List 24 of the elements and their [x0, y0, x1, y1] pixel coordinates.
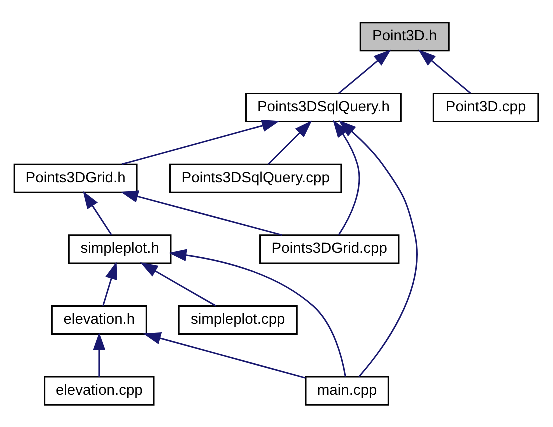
arrow	[140, 262, 216, 306]
arrow	[120, 190, 282, 236]
arrow	[338, 49, 392, 94]
arrow	[143, 332, 306, 378]
arrow	[338, 120, 418, 377]
node-box: main.cpp	[305, 376, 390, 406]
node-box: elevation.h	[51, 305, 148, 334]
node-box: Points3DGrid.h	[14, 163, 138, 193]
arrow	[102, 261, 118, 306]
arrow	[418, 49, 472, 94]
arrow	[93, 332, 106, 377]
node-box: simpleplot.cpp	[178, 305, 298, 334]
node-box: Point3D.cpp	[432, 92, 540, 122]
node-box: Points3DSqlQuery.h	[246, 92, 402, 122]
arrow	[83, 190, 112, 236]
arrow	[122, 119, 280, 165]
arrow	[268, 120, 312, 165]
arrow	[168, 248, 346, 377]
node-box: elevation.cpp	[44, 376, 155, 406]
node-box: Points3DSqlQuery.cpp	[170, 163, 342, 193]
arrow	[333, 120, 360, 235]
node-box: simpleplot.h	[68, 234, 172, 264]
node-box: Points3DGrid.cpp	[260, 234, 400, 264]
node-box: Point3D.h	[360, 22, 450, 52]
